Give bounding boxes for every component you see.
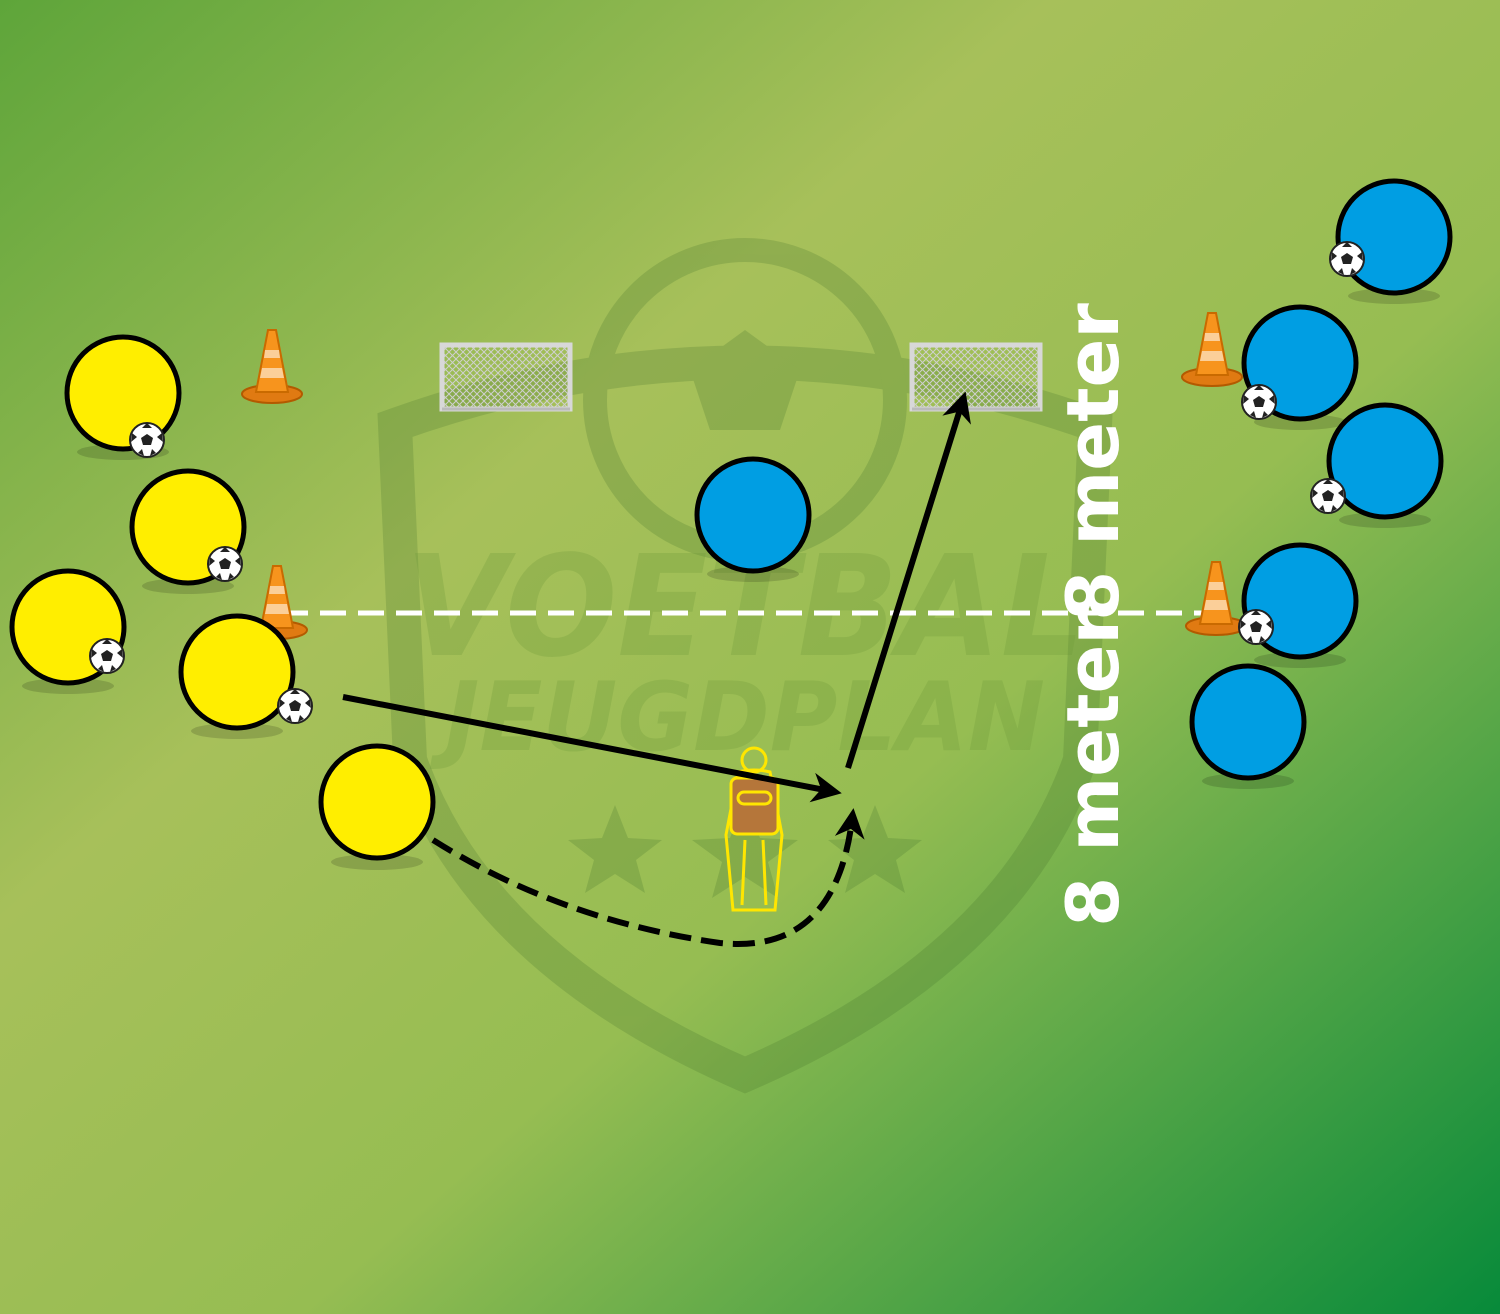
- training-dummy-icon: [724, 746, 784, 912]
- player-blue: [1326, 402, 1444, 520]
- player-blue: [694, 456, 812, 574]
- player-shadow: [1254, 414, 1346, 430]
- player-shadow: [191, 723, 283, 739]
- player-yellow: [318, 743, 436, 861]
- player-yellow: [64, 334, 182, 452]
- shot-arrow: [845, 391, 971, 769]
- mini-goal-icon: [909, 342, 1043, 412]
- player-blue: [1335, 178, 1453, 296]
- crest-shield-shape: [377, 345, 1113, 1094]
- player-shadow: [22, 678, 114, 694]
- soccer-ball-icon: [1241, 384, 1277, 420]
- player-shadow: [1202, 773, 1294, 789]
- soccer-ball-icon: [1310, 478, 1346, 514]
- watermark-title-line2: JEUGDPLAN: [429, 663, 1045, 773]
- mini-goal-icon: [439, 342, 573, 412]
- blue-team: [694, 178, 1453, 789]
- soccer-ball-icon: [277, 688, 313, 724]
- crest-star-left: [568, 805, 662, 893]
- crest-ball-center-patch: [690, 330, 800, 430]
- player-yellow: [178, 613, 296, 731]
- player-blue: [1189, 663, 1307, 781]
- yellow-team: [9, 334, 436, 870]
- player-shadow: [331, 854, 423, 870]
- soccer-ball-icon: [89, 638, 125, 674]
- soccer-ball-icon: [1238, 609, 1274, 645]
- player-shadow: [1339, 512, 1431, 528]
- soccer-ball-icon: [129, 422, 165, 458]
- player-shadow: [1254, 652, 1346, 668]
- run-arrow-dashed: [431, 808, 865, 947]
- soccer-ball-icon: [207, 546, 243, 582]
- player-shadow: [707, 566, 799, 582]
- player-shadow: [1348, 288, 1440, 304]
- crest-star-right: [828, 805, 922, 893]
- player-shadow: [142, 578, 234, 594]
- measurement-label-lower: 8 meter: [1051, 609, 1135, 927]
- soccer-ball-icon: [1329, 241, 1365, 277]
- measurement-label-upper: 8 meter: [1051, 303, 1135, 621]
- pass-arrow: [342, 694, 842, 803]
